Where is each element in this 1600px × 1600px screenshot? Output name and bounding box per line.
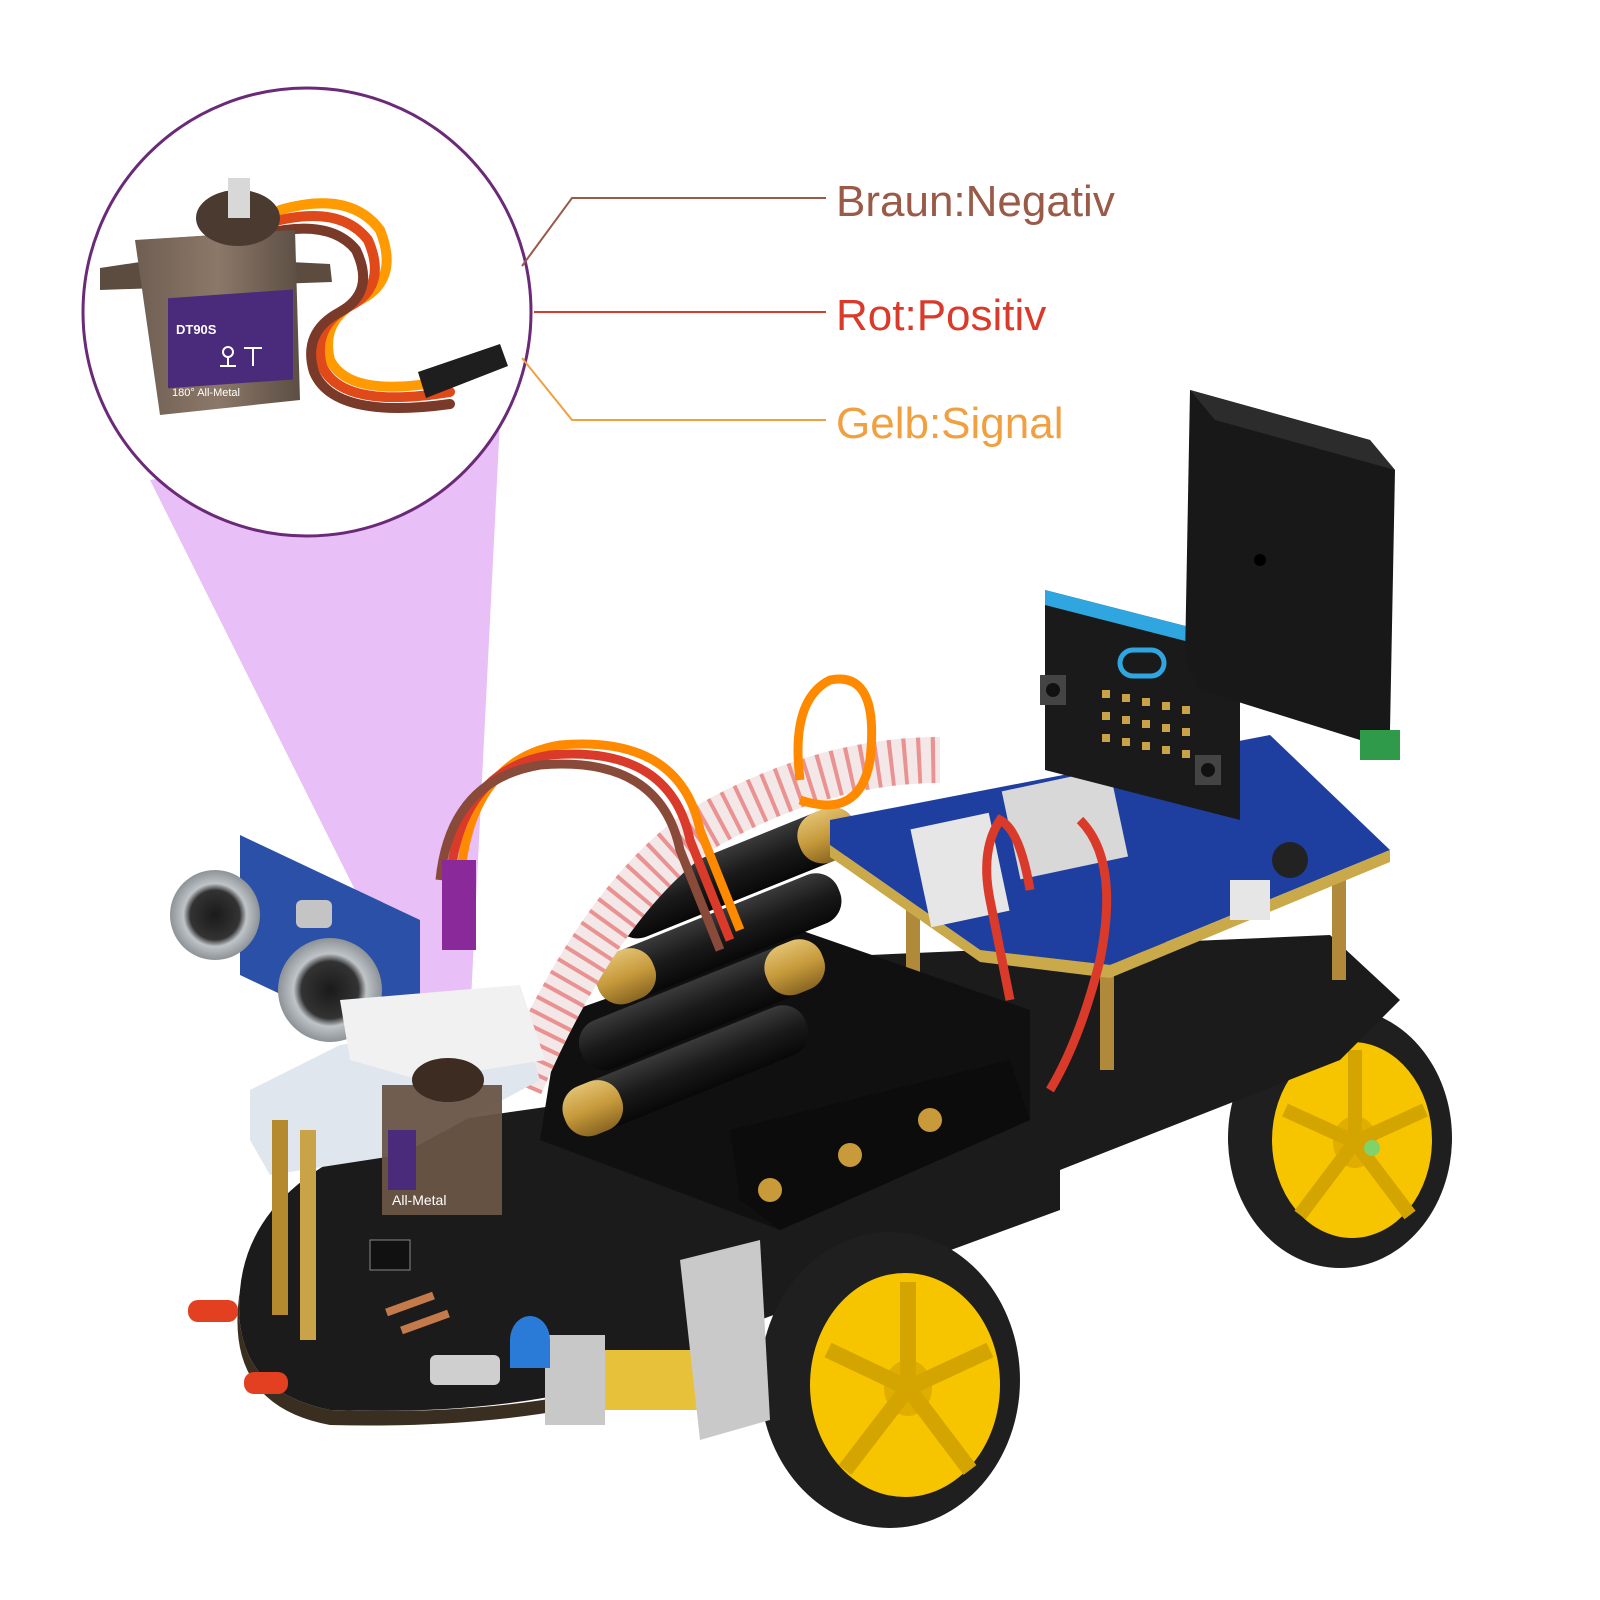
servo-motor: DT90S 180° All-Metal [100, 178, 332, 415]
red-wire-label: Rot:Positiv [836, 291, 1047, 340]
red-led [188, 1300, 238, 1322]
servo-spec-label: 180° All-Metal [172, 387, 240, 399]
blue-led [510, 1316, 550, 1368]
zoom-beam [150, 420, 500, 1060]
callout-lines [521, 197, 826, 421]
red-led [244, 1372, 288, 1394]
brown-wire-label: Braun:Negativ [836, 177, 1115, 226]
zoom-circle: DT90S 180° All-Metal [81, 86, 533, 538]
zoom-circle-border [81, 86, 533, 538]
gripper-robot-logo-icon [220, 346, 262, 367]
expansion-board [830, 735, 1390, 978]
front-wheel [760, 1232, 1020, 1528]
robot-car: All-Metal [170, 390, 1452, 1528]
battery-box [1185, 390, 1400, 760]
yellow-wire-label: Gelb:Signal [836, 399, 1064, 448]
microbit-logo-icon [1117, 647, 1167, 679]
servo-car-label: All-Metal [392, 1192, 446, 1208]
servo-on-car: All-Metal [382, 1058, 502, 1215]
servo-model-label: DT90S [176, 322, 217, 337]
